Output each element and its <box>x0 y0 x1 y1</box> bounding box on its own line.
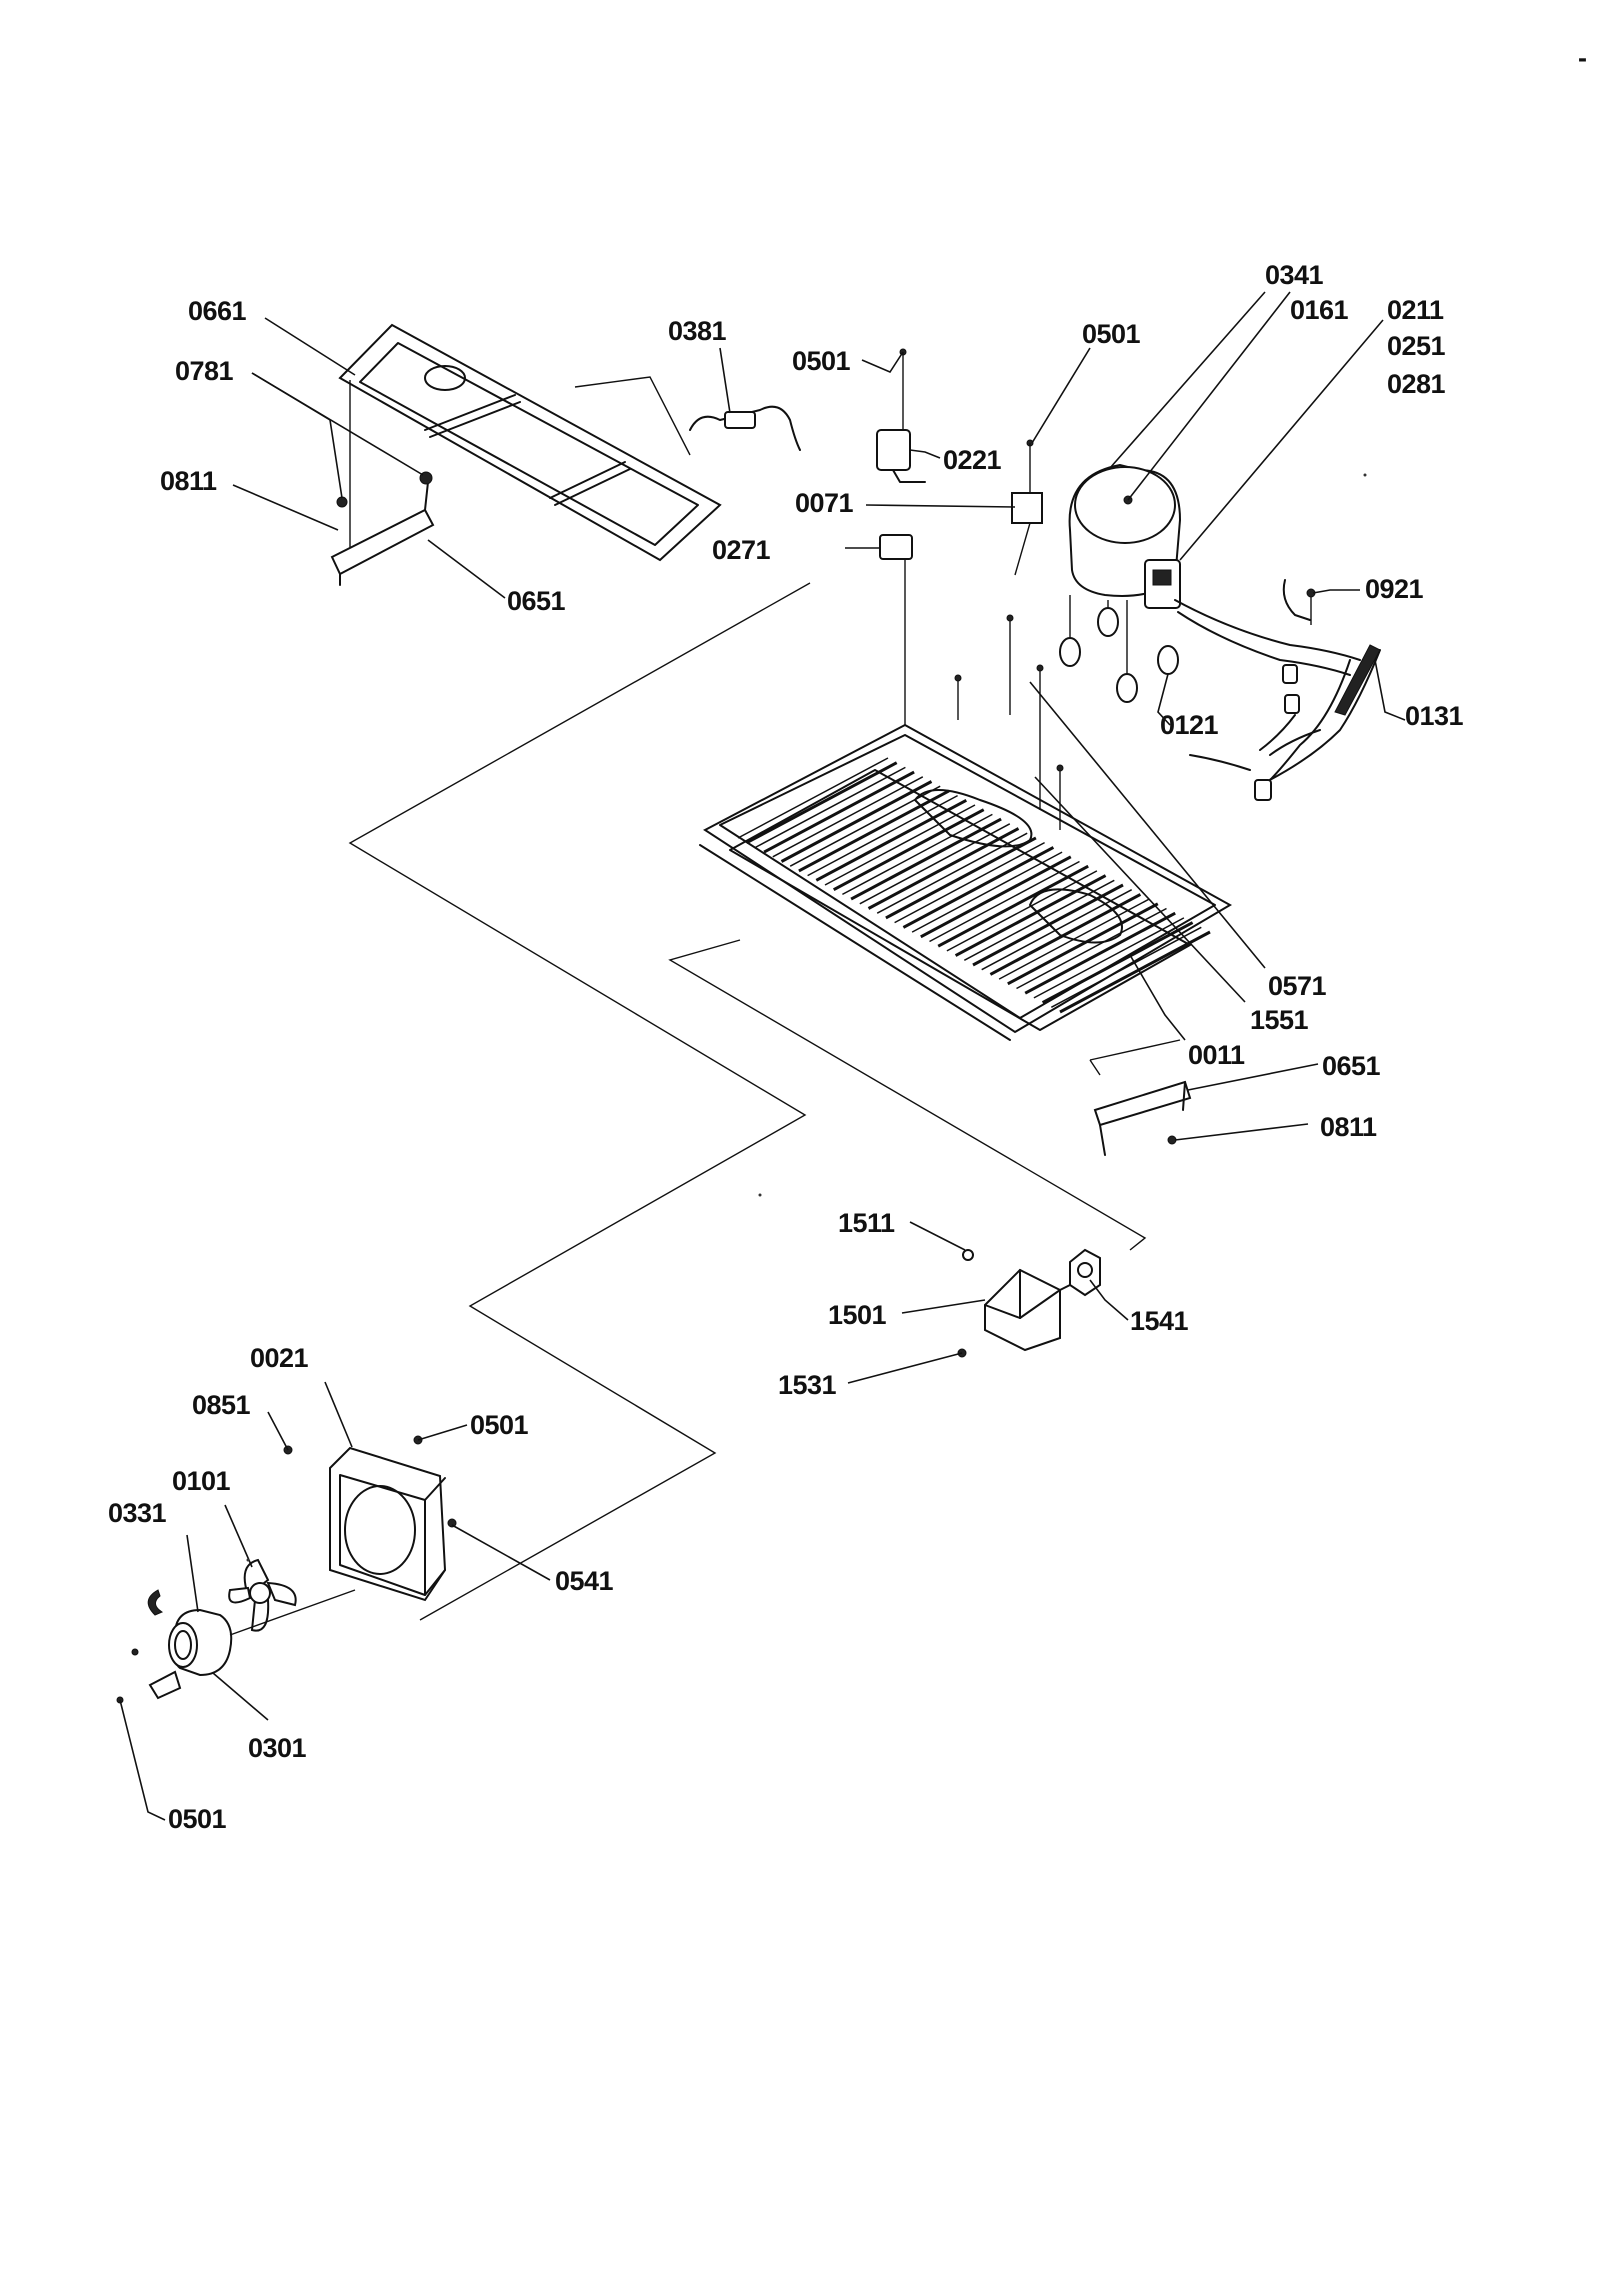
condenser-fin <box>876 832 1028 914</box>
condenser-fin <box>815 798 968 882</box>
leader-lines <box>119 291 1406 1821</box>
callout-0221: 0221 <box>943 445 1002 475</box>
corner-mark: - <box>1578 43 1587 73</box>
callout-0921: 0921 <box>1365 574 1424 604</box>
control-assembly <box>957 1248 1101 1358</box>
condenser-fin <box>824 804 976 886</box>
condenser-fin <box>1016 907 1167 990</box>
condenser-fin <box>867 827 1020 910</box>
condenser-fins <box>737 757 1211 1014</box>
condenser-fin <box>963 879 1115 961</box>
condenser-fin <box>1007 902 1159 986</box>
condenser-fin <box>929 860 1080 943</box>
callout-0121: 0121 <box>1160 710 1219 740</box>
condenser-fin <box>763 770 915 854</box>
condenser-fin <box>859 823 1011 905</box>
condenser-fin <box>1033 917 1185 999</box>
condenser-fin <box>894 841 1045 924</box>
callout-0021: 0021 <box>250 1343 309 1373</box>
condenser-fin <box>902 846 1055 929</box>
callout-0651-upper: 0651 <box>507 586 566 616</box>
callout-0071: 0071 <box>795 488 854 518</box>
callout-1501: 1501 <box>828 1300 887 1330</box>
callout-0381: 0381 <box>668 316 727 346</box>
condenser-base <box>699 723 1233 1041</box>
heater-wire <box>689 405 801 451</box>
callout-0011: 0011 <box>1188 1040 1245 1070</box>
callout-0541: 0541 <box>555 1566 614 1596</box>
callout-0501-shroud: 0501 <box>470 1410 529 1440</box>
condenser-fin <box>946 870 1098 952</box>
callout-0571: 0571 <box>1268 971 1327 1001</box>
callout-0301: 0301 <box>248 1733 307 1763</box>
condenser-fin <box>772 776 924 858</box>
condenser-fin <box>1050 926 1202 1008</box>
condenser-fin <box>954 874 1107 957</box>
callout-0271: 0271 <box>712 535 771 565</box>
fan-blade-motor <box>116 1558 356 1704</box>
small-parts-center <box>876 348 1043 740</box>
wire-harness <box>1174 579 1381 801</box>
callout-0331: 0331 <box>108 1498 167 1528</box>
callout-0651-lower: 0651 <box>1322 1051 1381 1081</box>
bracket-right <box>1093 1080 1192 1156</box>
callout-0131: 0131 <box>1405 701 1464 731</box>
callout-0811-lower: 0811 <box>1320 1112 1377 1142</box>
condenser-fin <box>789 785 941 867</box>
callout-1531: 1531 <box>778 1370 837 1400</box>
condenser-fin <box>989 893 1142 976</box>
condenser-fin <box>920 855 1072 939</box>
callout-0661: 0661 <box>188 296 247 326</box>
condenser-fin <box>1041 921 1194 1004</box>
bracket-left <box>330 471 435 586</box>
callout-0101: 0101 <box>172 1466 231 1496</box>
condenser-fin <box>1059 930 1211 1014</box>
condenser-fin <box>737 757 889 839</box>
callout-0211: 0211 <box>1387 295 1444 325</box>
condenser-fin <box>807 794 958 877</box>
callout-0501-top-left: 0501 <box>792 346 851 376</box>
condenser-fin <box>745 761 898 845</box>
condenser-fin <box>798 789 950 873</box>
fan-shroud <box>283 1435 457 1602</box>
callout-0501-top-right: 0501 <box>1082 319 1141 349</box>
condenser-fin <box>911 851 1063 933</box>
callout-0811-upper: 0811 <box>160 466 217 496</box>
callout-0501-bottom: 0501 <box>168 1804 227 1834</box>
condenser-fin <box>998 898 1150 980</box>
condenser-fin <box>850 817 1002 901</box>
callout-0281: 0281 <box>1387 369 1446 399</box>
condenser-fin <box>885 836 1037 920</box>
callout-0341: 0341 <box>1265 260 1324 290</box>
condenser-fin <box>1024 911 1176 995</box>
compressor <box>1059 463 1182 703</box>
callout-0781: 0781 <box>175 356 234 386</box>
callout-1511: 1511 <box>838 1208 895 1238</box>
callout-0851: 0851 <box>192 1390 251 1420</box>
callout-0161: 0161 <box>1290 295 1349 325</box>
callout-0251: 0251 <box>1387 331 1446 361</box>
condenser-fin <box>780 780 933 863</box>
assembly-outline <box>348 376 1181 1621</box>
stray-marks <box>246 473 1367 1562</box>
condenser-fin <box>832 808 985 892</box>
callout-1551: 1551 <box>1250 1005 1309 1035</box>
condenser-fin <box>937 864 1089 948</box>
drain-pan <box>338 323 722 562</box>
condenser-fin <box>972 883 1124 967</box>
callout-1541: 1541 <box>1130 1306 1189 1336</box>
condenser-fin <box>755 766 906 849</box>
condenser-fin <box>981 889 1133 971</box>
condenser-fin <box>842 813 993 896</box>
